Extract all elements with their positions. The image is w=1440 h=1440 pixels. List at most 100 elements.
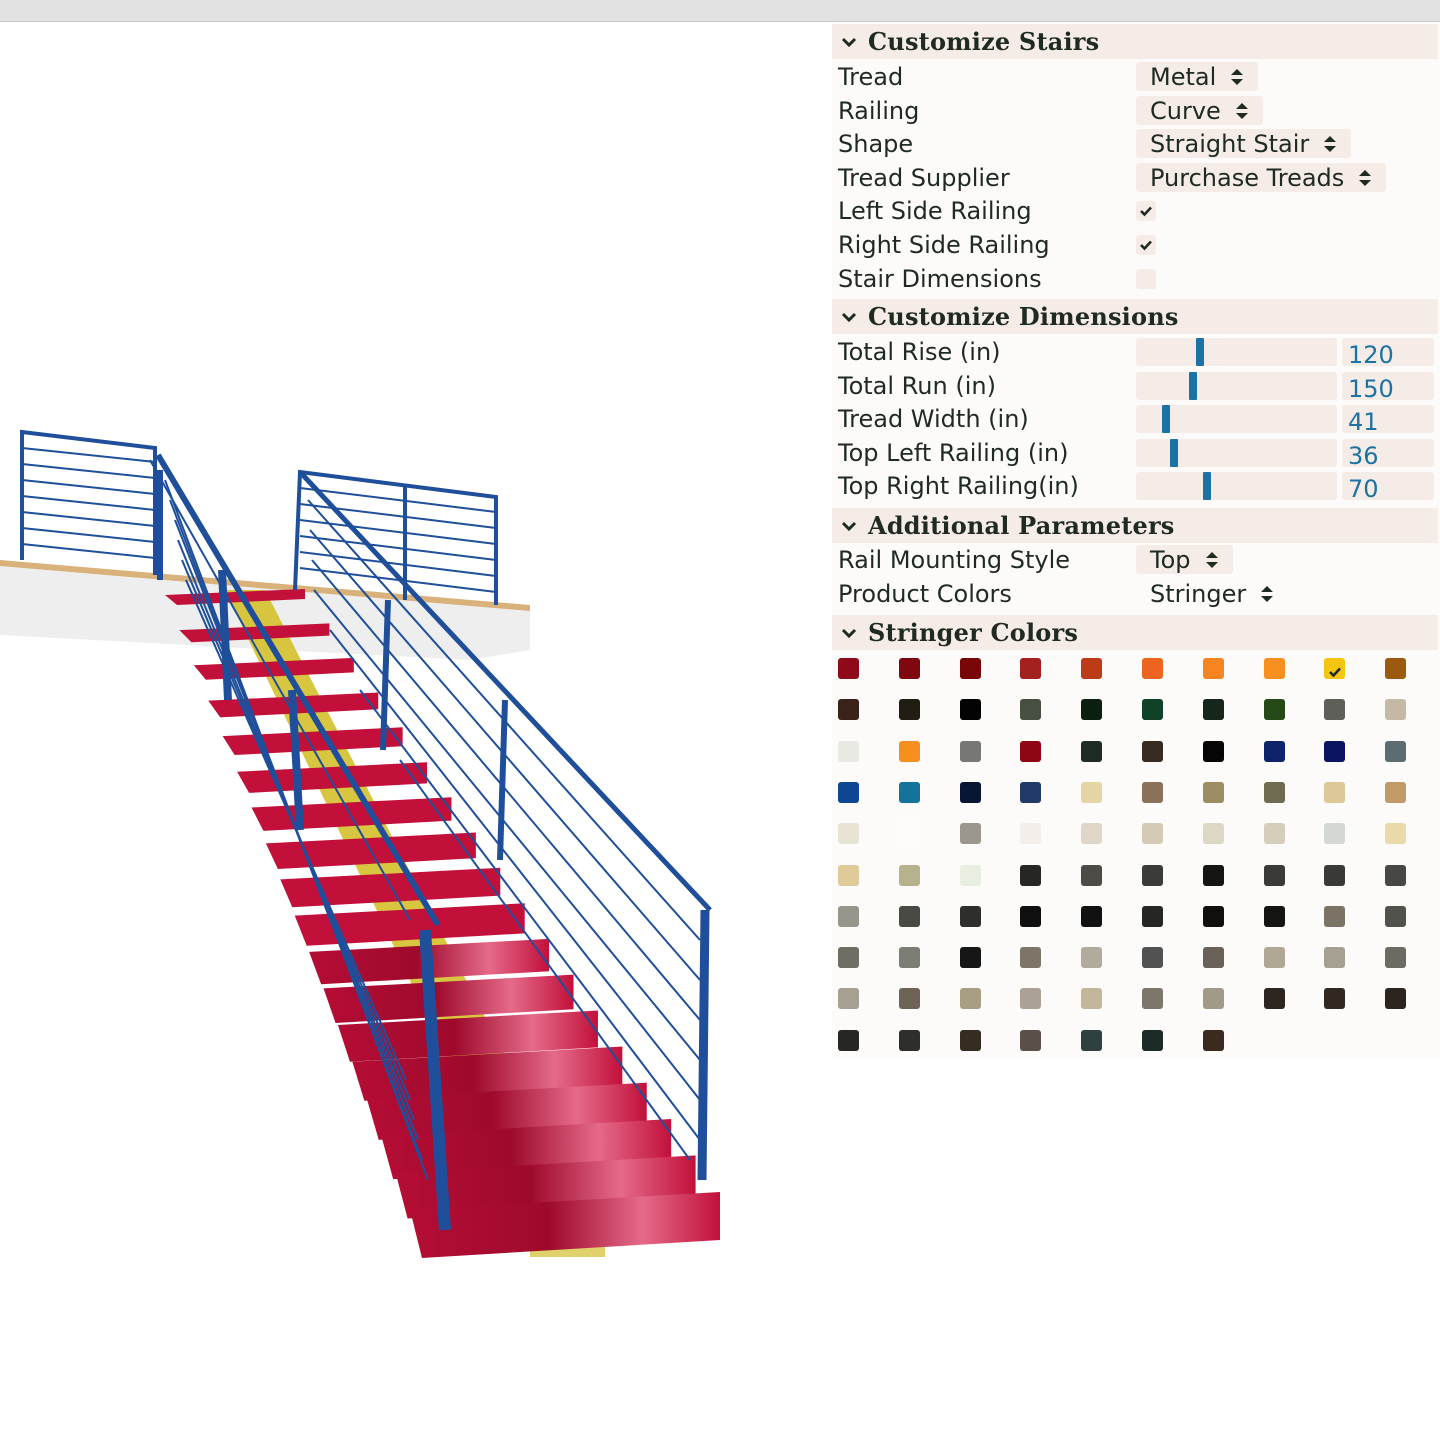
color-swatch[interactable] (959, 905, 981, 927)
color-swatch[interactable] (1142, 864, 1163, 886)
color-swatch[interactable] (838, 905, 859, 927)
slider-thumb[interactable] (1170, 439, 1178, 467)
color-swatch[interactable] (1385, 864, 1407, 886)
total-run-slider[interactable] (1136, 372, 1337, 400)
rail-mounting-style-select[interactable]: Top (1136, 545, 1233, 574)
tread-width-slider[interactable] (1136, 405, 1337, 433)
color-swatch[interactable] (1142, 781, 1163, 803)
color-swatch[interactable] (1385, 699, 1407, 721)
top-left-railing-input[interactable]: 36 (1342, 439, 1434, 470)
stair-dimensions-checkbox[interactable] (1136, 269, 1156, 289)
color-swatch[interactable] (1142, 658, 1163, 679)
color-swatch[interactable] (1020, 947, 1042, 969)
color-swatch[interactable] (1202, 823, 1224, 845)
color-swatch[interactable] (1385, 781, 1407, 803)
color-swatch[interactable] (1324, 658, 1346, 679)
color-swatch[interactable] (1081, 947, 1103, 969)
color-swatch[interactable] (1263, 988, 1285, 1010)
color-swatch[interactable] (1081, 740, 1103, 762)
color-swatch[interactable] (1142, 988, 1163, 1010)
color-swatch[interactable] (838, 988, 859, 1010)
color-swatch[interactable] (1202, 864, 1224, 886)
color-swatch[interactable] (838, 740, 859, 762)
color-swatch[interactable] (1263, 823, 1285, 845)
total-rise-input[interactable]: 120 (1342, 338, 1434, 369)
color-swatch[interactable] (1081, 823, 1103, 845)
color-swatch[interactable] (1142, 823, 1163, 845)
color-swatch[interactable] (1263, 781, 1285, 803)
color-swatch[interactable] (898, 905, 920, 927)
color-swatch[interactable] (1202, 781, 1224, 803)
railing-select[interactable]: Curve (1136, 96, 1263, 125)
color-swatch[interactable] (1142, 740, 1163, 762)
color-swatch[interactable] (1202, 699, 1224, 721)
color-swatch[interactable] (1020, 781, 1042, 803)
color-swatch[interactable] (1081, 905, 1103, 927)
color-swatch[interactable] (1263, 699, 1285, 721)
color-swatch[interactable] (838, 1029, 859, 1051)
total-rise-slider[interactable] (1136, 338, 1337, 366)
color-swatch[interactable] (898, 658, 920, 679)
color-swatch[interactable] (838, 947, 859, 969)
color-swatch[interactable] (1324, 740, 1346, 762)
color-swatch[interactable] (1263, 864, 1285, 886)
color-swatch[interactable] (1142, 699, 1163, 721)
color-swatch[interactable] (1020, 823, 1042, 845)
color-swatch[interactable] (1385, 905, 1407, 927)
color-swatch[interactable] (1081, 864, 1103, 886)
color-swatch[interactable] (898, 1029, 920, 1051)
slider-thumb[interactable] (1189, 372, 1197, 400)
product-colors-select[interactable]: Stringer (1136, 579, 1288, 608)
color-swatch[interactable] (1385, 947, 1407, 969)
color-swatch[interactable] (1324, 864, 1346, 886)
color-swatch[interactable] (1324, 947, 1346, 969)
color-swatch[interactable] (838, 781, 859, 803)
color-swatch[interactable] (1202, 740, 1224, 762)
color-swatch[interactable] (1385, 988, 1407, 1010)
color-swatch[interactable] (898, 699, 920, 721)
color-swatch[interactable] (959, 864, 981, 886)
section-header-stringer-colors[interactable]: Stringer Colors (832, 615, 1438, 650)
color-swatch[interactable] (959, 740, 981, 762)
color-swatch[interactable] (1020, 740, 1042, 762)
color-swatch[interactable] (1324, 699, 1346, 721)
color-swatch[interactable] (838, 864, 859, 886)
color-swatch[interactable] (959, 823, 981, 845)
color-swatch[interactable] (1020, 864, 1042, 886)
shape-select[interactable]: Straight Stair (1136, 129, 1352, 158)
color-swatch[interactable] (898, 864, 920, 886)
right-side-railing-checkbox[interactable] (1136, 235, 1156, 255)
color-swatch[interactable] (1202, 905, 1224, 927)
color-swatch[interactable] (1263, 947, 1285, 969)
section-header-customize-stairs[interactable]: Customize Stairs (832, 24, 1438, 59)
color-swatch[interactable] (1142, 905, 1163, 927)
left-side-railing-checkbox[interactable] (1136, 201, 1156, 221)
color-swatch[interactable] (959, 658, 981, 679)
slider-thumb[interactable] (1203, 472, 1211, 500)
color-swatch[interactable] (1324, 823, 1346, 845)
tread-supplier-select[interactable]: Purchase Treads (1136, 163, 1387, 192)
tread-width-input[interactable]: 41 (1342, 405, 1434, 436)
color-swatch[interactable] (898, 781, 920, 803)
color-swatch[interactable] (898, 740, 920, 762)
color-swatch[interactable] (838, 658, 859, 679)
slider-thumb[interactable] (1162, 405, 1170, 433)
section-header-additional-parameters[interactable]: Additional Parameters (832, 508, 1438, 543)
color-swatch[interactable] (898, 823, 920, 845)
color-swatch[interactable] (959, 1029, 981, 1051)
color-swatch[interactable] (1202, 658, 1224, 679)
color-swatch[interactable] (1263, 658, 1285, 679)
color-swatch[interactable] (959, 781, 981, 803)
color-swatch[interactable] (838, 699, 859, 721)
color-swatch[interactable] (959, 699, 981, 721)
color-swatch[interactable] (1324, 781, 1346, 803)
color-swatch[interactable] (1142, 947, 1163, 969)
color-swatch[interactable] (1020, 905, 1042, 927)
color-swatch[interactable] (1202, 1029, 1224, 1051)
tread-select[interactable]: Metal (1136, 62, 1259, 91)
top-right-railing-input[interactable]: 70 (1342, 472, 1434, 503)
top-right-railing-slider[interactable] (1136, 472, 1337, 500)
color-swatch[interactable] (1263, 905, 1285, 927)
top-left-railing-slider[interactable] (1136, 439, 1337, 467)
color-swatch[interactable] (1081, 781, 1103, 803)
